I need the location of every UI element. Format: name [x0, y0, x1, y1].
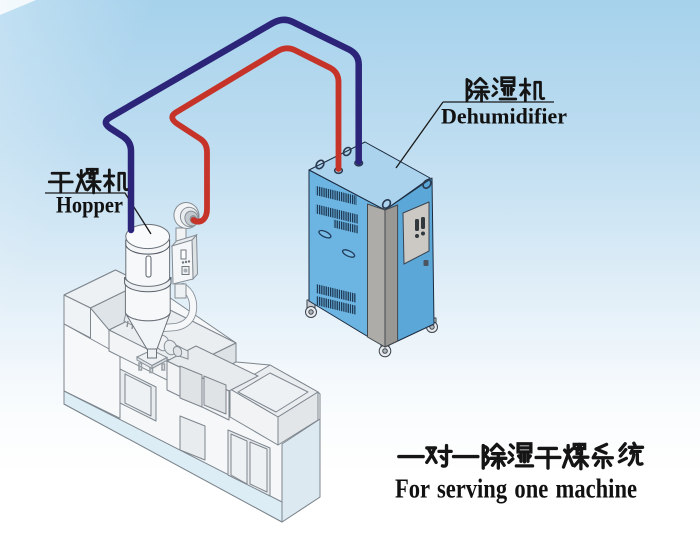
svg-text:Dehumidifier: Dehumidifier: [441, 104, 567, 129]
svg-text:Hopper: Hopper: [56, 193, 123, 219]
svg-text:For serving one machine: For serving one machine: [395, 474, 637, 504]
